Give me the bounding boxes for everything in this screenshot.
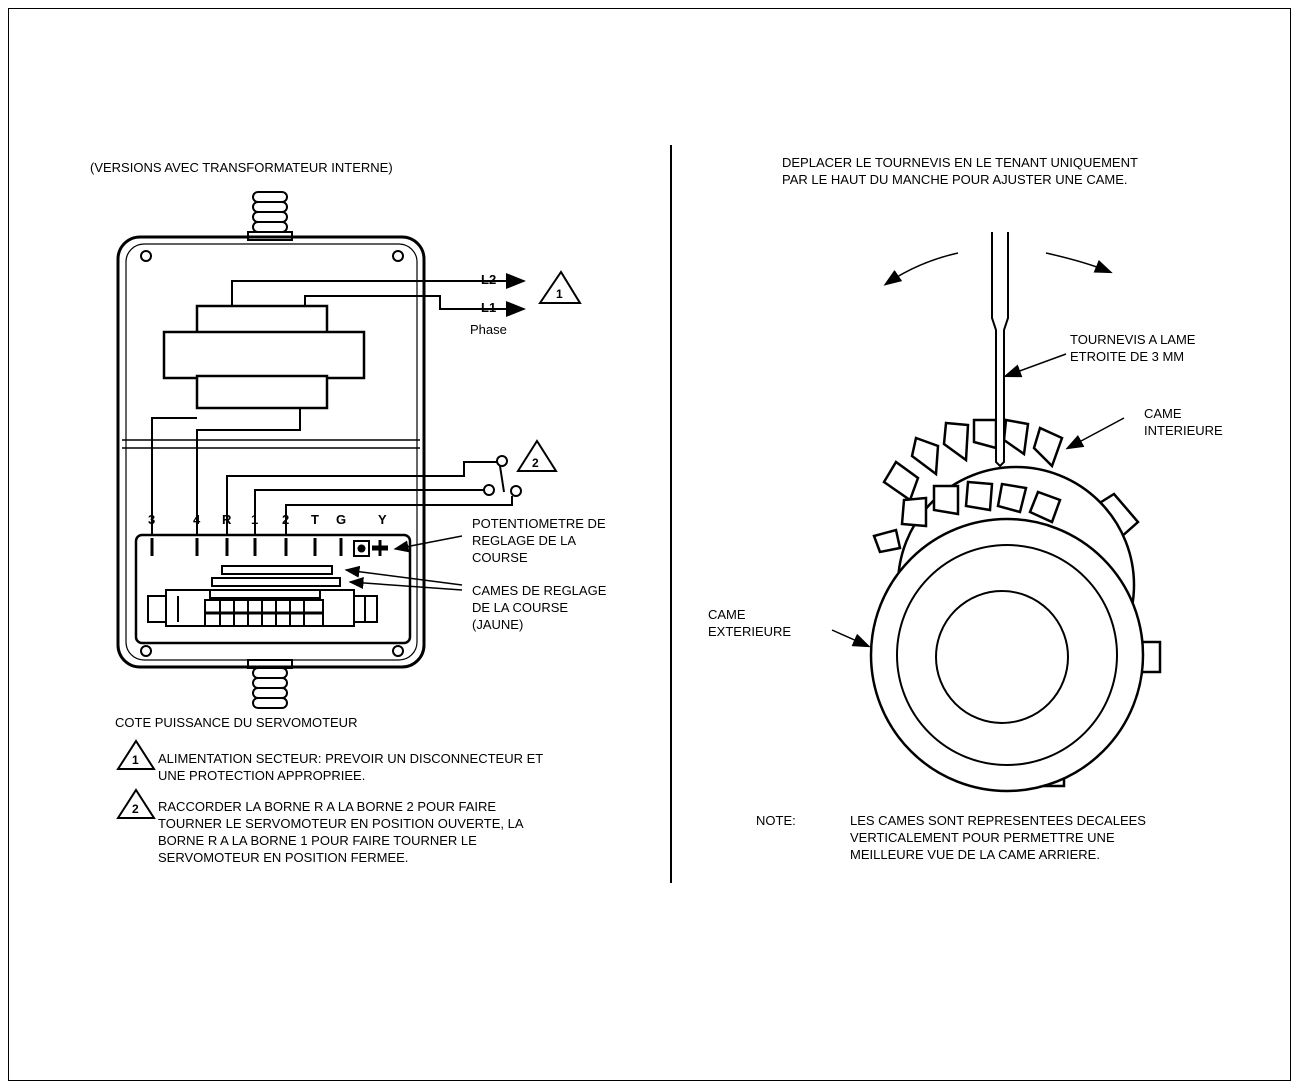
l1-label: L1: [481, 300, 497, 315]
terminal-y: Y: [378, 512, 387, 527]
note1-number: 1: [132, 753, 139, 767]
rotation-arrows: [883, 252, 1113, 286]
note-line2: VERTICALEMENT POUR PERMETTRE UNE: [850, 830, 1115, 845]
page-frame: [8, 8, 1291, 1081]
note-line3: MEILLEURE VUE DE LA CAME ARRIERE.: [850, 847, 1100, 862]
inner-cam-label-line2: INTERIEURE: [1144, 423, 1223, 438]
warning-icon-2: [516, 439, 558, 472]
pot-label-line1: POTENTIOMETRE DE: [472, 516, 606, 531]
power-side-caption: COTE PUISSANCE DU SERVOMOTEUR: [115, 715, 358, 730]
right-header-line2: PAR LE HAUT DU MANCHE POUR AJUSTER UNE C…: [782, 172, 1128, 187]
terminal-g: G: [336, 512, 347, 527]
panel-divider: [670, 145, 672, 883]
warning-icon-2-number: 2: [532, 456, 539, 470]
cams-label-line1: CAMES DE REGLAGE: [472, 583, 607, 598]
outer-cam-label-line1: CAME: [708, 607, 746, 622]
note1-triangle-icon: [116, 739, 156, 770]
warning-icon-1: [538, 270, 582, 304]
bottom-conduit: [247, 659, 293, 709]
cams-label-line2: DE LA COURSE: [472, 600, 569, 615]
screwdriver-label-line2: ETROITE DE 3 MM: [1070, 349, 1185, 364]
terminal-1: 1: [251, 512, 259, 527]
leader-lines: [344, 535, 463, 591]
note2-triangle-icon: [116, 788, 156, 819]
terminal-3: 3: [148, 512, 156, 527]
note2-line2: TOURNER LE SERVOMOTEUR EN POSITION OUVER…: [158, 816, 524, 831]
note2-line4: SERVOMOTEUR EN POSITION FERMEE.: [158, 850, 409, 865]
cams-label-line3: (JAUNE): [472, 617, 524, 632]
terminal-4: 4: [193, 512, 201, 527]
inner-cam-label-line1: CAME: [1144, 406, 1182, 421]
note-line1: LES CAMES SONT REPRESENTEES DECALEES: [850, 813, 1146, 828]
terminal-r: R: [222, 512, 232, 527]
screwdriver-label-line1: TOURNEVIS A LAME: [1070, 332, 1196, 347]
l2-label: L2: [481, 272, 497, 287]
left-header: (VERSIONS AVEC TRANSFORMATEUR INTERNE): [90, 160, 393, 175]
terminal-t: T: [311, 512, 319, 527]
screwdriver: [991, 232, 1009, 468]
terminal-block: [134, 533, 412, 645]
terminal-2: 2: [282, 512, 290, 527]
note1-line2: UNE PROTECTION APPROPRIEE.: [158, 768, 366, 783]
note1-line1: ALIMENTATION SECTEUR: PREVOIR UN DISCONN…: [158, 751, 544, 766]
enclosure: [116, 235, 426, 669]
pot-label-line3: COURSE: [472, 550, 528, 565]
note2-line3: BORNE R A LA BORNE 1 POUR FAIRE TOURNER …: [158, 833, 477, 848]
switch-contacts: [483, 455, 522, 497]
wires: [151, 273, 526, 535]
right-leader-lines: [831, 353, 1125, 648]
right-header-line1: DEPLACER LE TOURNEVIS EN LE TENANT UNIQU…: [782, 155, 1138, 170]
cam-stack: [147, 565, 378, 627]
outer-cam: [869, 480, 1162, 793]
phase-label: Phase: [470, 322, 507, 337]
warning-icon-1-number: 1: [556, 287, 563, 301]
pot-label-line2: REGLAGE DE LA: [472, 533, 577, 548]
note2-number: 2: [132, 802, 139, 816]
outer-cam-label-line2: EXTERIEURE: [708, 624, 792, 639]
transformer: [162, 304, 366, 410]
note-label: NOTE:: [756, 813, 796, 828]
note2-line1: RACCORDER LA BORNE R A LA BORNE 2 POUR F…: [158, 799, 497, 814]
